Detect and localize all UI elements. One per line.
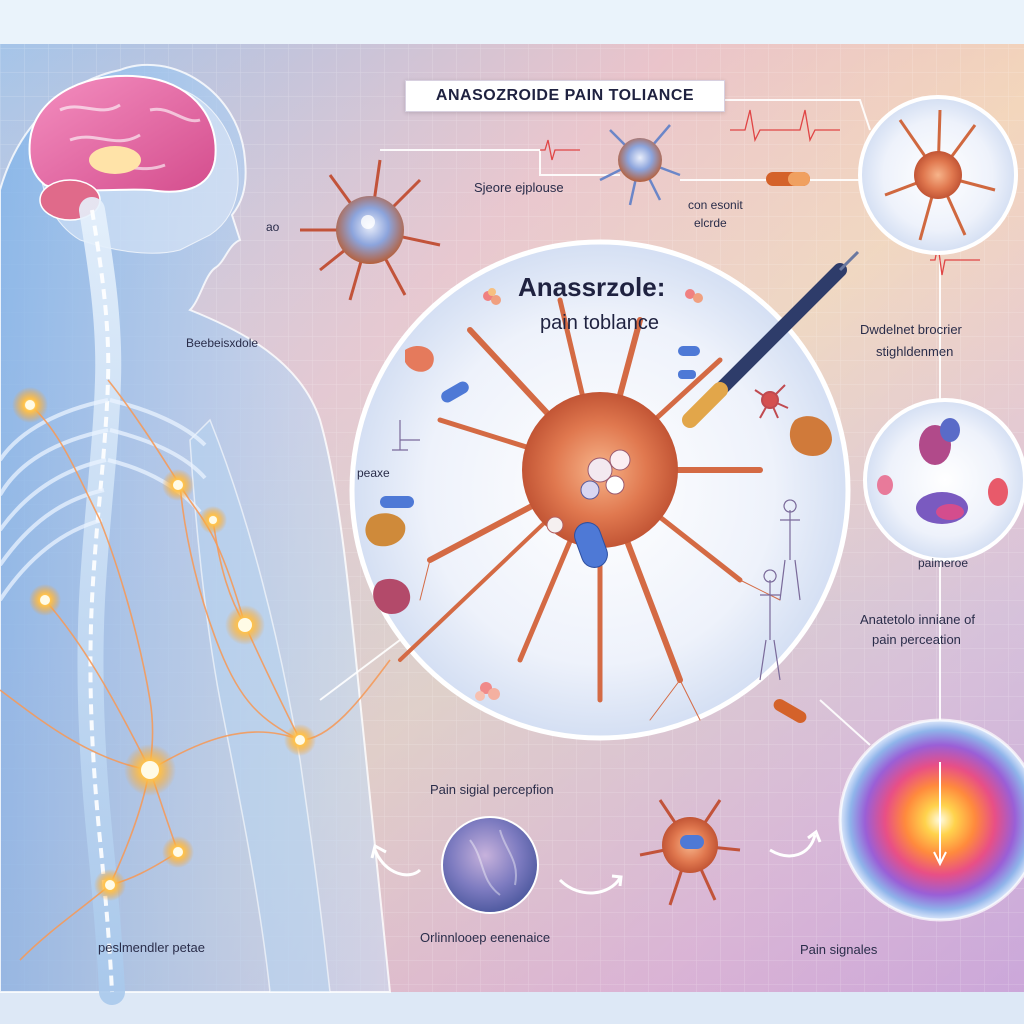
pill-2 bbox=[380, 496, 414, 508]
circle-top-right bbox=[858, 95, 1018, 255]
label-top-cell-left: Sjeore ejplouse bbox=[474, 180, 564, 195]
pill-3 bbox=[678, 346, 700, 356]
label-body-lower: peaxe bbox=[357, 466, 390, 480]
label-bottom-left: peslmendler petae bbox=[98, 940, 205, 955]
center-title-line1: Anassrzole: bbox=[518, 272, 666, 302]
tissue-sphere bbox=[441, 816, 539, 914]
label-right-upper-line2: stighldenmen bbox=[876, 344, 954, 359]
label-right-upper-line1: Dwdelnet brocrier bbox=[860, 322, 962, 337]
label-bottom-center: Orlinnlooep eenenaice bbox=[420, 930, 551, 945]
organ-icons bbox=[365, 345, 832, 615]
brain bbox=[28, 74, 217, 193]
spiky-cell-top-left bbox=[300, 159, 441, 301]
label-bottom-right: Pain signales bbox=[800, 942, 878, 957]
label-pain-signal: Pain sigial percepfion bbox=[430, 782, 554, 797]
molecule-flowers bbox=[475, 288, 703, 701]
spiky-cell-top-center bbox=[599, 124, 681, 206]
spiky-cell-bottom bbox=[639, 799, 741, 906]
drug-capsule-center bbox=[574, 522, 608, 568]
cycle-arrows bbox=[370, 829, 822, 895]
center-circle bbox=[349, 239, 860, 741]
neuron-glows bbox=[12, 387, 316, 901]
bottom-border bbox=[0, 992, 1024, 1024]
thalamus-glow bbox=[89, 146, 141, 174]
figure-sketches bbox=[392, 420, 801, 681]
label-right-lower-line2: pain perceation bbox=[872, 632, 961, 647]
label-small-left: ao bbox=[266, 220, 280, 234]
label-body-left: Beebeisxdole bbox=[186, 336, 259, 350]
circle-pain-heat bbox=[838, 718, 1024, 922]
label-top-right-line2: elcrde bbox=[694, 216, 727, 230]
pill-4 bbox=[678, 370, 696, 379]
molecule-cluster bbox=[546, 449, 631, 534]
circle-right-middle bbox=[863, 398, 1024, 562]
center-title-line2: pain toblance bbox=[540, 312, 659, 334]
capsule-top bbox=[766, 172, 810, 186]
label-right-mid-circle: paimeroe bbox=[918, 556, 969, 570]
ribcage bbox=[0, 398, 207, 602]
label-right-lower-line1: Anatetolo inniane of bbox=[860, 612, 975, 627]
top-border bbox=[0, 0, 1024, 44]
spiky-mini-cell bbox=[754, 384, 789, 419]
ecg-trace bbox=[540, 109, 980, 276]
syringe bbox=[682, 250, 860, 428]
brain-folds bbox=[59, 103, 201, 172]
diagram-title: ANASOZROIDE PAIN TOLIANCE bbox=[405, 80, 725, 112]
label-top-right-line1: con esonit bbox=[688, 198, 743, 212]
pill-1 bbox=[441, 381, 469, 403]
human-figure bbox=[0, 63, 392, 1005]
capsule-right bbox=[773, 699, 807, 723]
